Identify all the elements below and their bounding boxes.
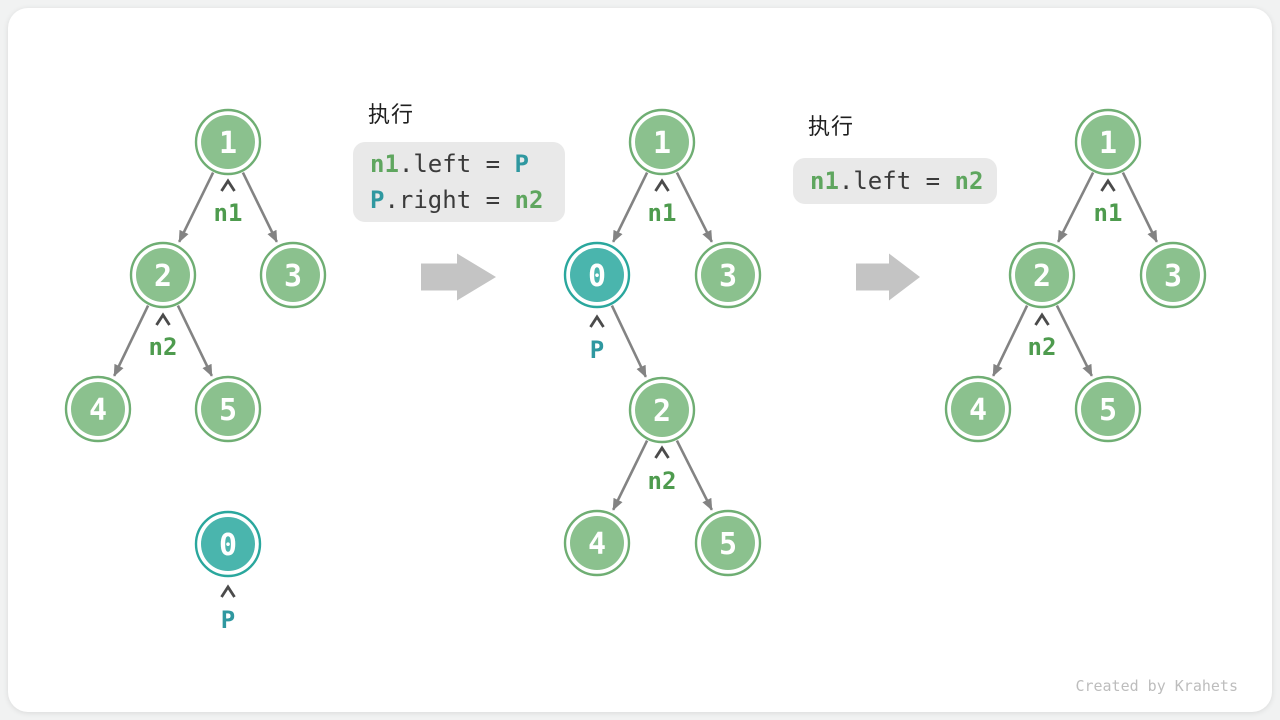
code-token-p: P — [370, 186, 385, 214]
code-line: n1.left = n2 — [810, 168, 997, 194]
edge-2-5 — [176, 305, 213, 377]
pointer-label-n1: n1 — [214, 199, 243, 227]
tree-node: 5 — [194, 375, 262, 443]
pointer-caret-icon — [1100, 178, 1116, 192]
pointer-caret-icon — [155, 312, 171, 326]
node-value: 4 — [969, 393, 987, 428]
pointer-caret-icon — [589, 314, 605, 328]
edge-1-0 — [612, 172, 649, 243]
watermark-credit: Created by Krahets — [1075, 677, 1238, 695]
tree-node-highlighted: 0 — [194, 510, 262, 578]
tree-node: 4 — [944, 375, 1012, 443]
pointer-caret-icon — [220, 178, 236, 192]
edge-0-2 — [610, 305, 647, 378]
node-value: 1 — [219, 126, 237, 161]
code-token: .right = — [384, 186, 515, 214]
tree-node: 1 — [194, 108, 262, 176]
tree-after-remove: 1 2 3 4 5 n1 n2 — [944, 108, 1207, 443]
tree-node: 1 — [1074, 108, 1142, 176]
code-token-n2: n2 — [954, 167, 984, 195]
tree-node: 2 — [628, 376, 696, 444]
pointer-label-n2: n2 — [648, 467, 677, 495]
tree-node: 3 — [259, 241, 327, 309]
node-value: 5 — [219, 393, 237, 428]
code-block: n1.left = P P.right = n2 — [353, 142, 565, 222]
pointer-caret-icon — [1034, 312, 1050, 326]
tree-node: 1 — [628, 108, 696, 176]
tree-node: 3 — [694, 241, 762, 309]
node-value: 3 — [719, 259, 737, 294]
tree-node: 2 — [1008, 241, 1076, 309]
code-token: .left = — [838, 167, 955, 195]
edge-2-4 — [113, 305, 150, 377]
node-value: 5 — [1099, 393, 1117, 428]
exec-label: 执行 — [808, 114, 855, 139]
tree-node: 2 — [129, 241, 197, 309]
tree-node: 4 — [563, 509, 631, 577]
edge-2-4 — [612, 440, 649, 511]
code-token-p: P — [514, 150, 529, 178]
node-value: 3 — [1164, 259, 1182, 294]
right-block-arrow-icon — [421, 253, 496, 301]
pointer-caret-icon — [654, 445, 670, 459]
code-line: n1.left = P — [370, 146, 565, 182]
tree-before-insert: 1 2 3 4 5 0 n1 n2 P — [64, 108, 327, 634]
node-value: 2 — [653, 394, 671, 429]
node-value: 2 — [1033, 259, 1051, 294]
node-value: 4 — [588, 527, 606, 562]
tree-node-highlighted: 0 — [563, 241, 631, 309]
node-value: 4 — [89, 393, 107, 428]
code-token-n1: n1 — [370, 150, 399, 178]
pointer-caret-icon — [220, 584, 236, 598]
node-value: 1 — [1099, 126, 1117, 161]
node-value: 2 — [154, 259, 172, 294]
pointer-label-n1: n1 — [1094, 199, 1123, 227]
pointer-label-n1: n1 — [648, 199, 677, 227]
edge-2-5 — [675, 440, 713, 511]
code-token: .left = — [398, 150, 515, 178]
exec-label: 执行 — [368, 102, 415, 127]
edge-1-3 — [675, 172, 713, 243]
pointer-label-p: P — [590, 336, 604, 364]
edge-1-2 — [178, 172, 215, 243]
node-value: 1 — [653, 126, 671, 161]
pointer-label-p: P — [221, 606, 235, 634]
tree-node: 5 — [694, 509, 762, 577]
edge-2-4 — [992, 305, 1029, 377]
pointer-label-n2: n2 — [149, 333, 178, 361]
edge-2-5 — [1055, 305, 1093, 377]
tree-node: 5 — [1074, 375, 1142, 443]
code-block: n1.left = n2 — [793, 158, 997, 204]
node-value: 5 — [719, 527, 737, 562]
edge-1-2 — [1057, 172, 1095, 243]
code-token-n2: n2 — [514, 186, 544, 214]
right-block-arrow-icon — [856, 253, 920, 301]
tree-node: 3 — [1139, 241, 1207, 309]
edge-1-3 — [241, 172, 278, 243]
edge-1-3 — [1121, 172, 1158, 243]
pointer-label-n2: n2 — [1028, 333, 1057, 361]
node-value: 0 — [588, 259, 606, 294]
pointer-caret-icon — [654, 178, 670, 192]
code-line: P.right = n2 — [370, 182, 565, 218]
tree-after-insert: 1 0 3 2 4 5 n1 P n2 — [563, 108, 762, 577]
node-value: 3 — [284, 259, 302, 294]
tree-node: 4 — [64, 375, 132, 443]
code-token-n1: n1 — [810, 167, 839, 195]
node-value: 0 — [219, 528, 237, 563]
